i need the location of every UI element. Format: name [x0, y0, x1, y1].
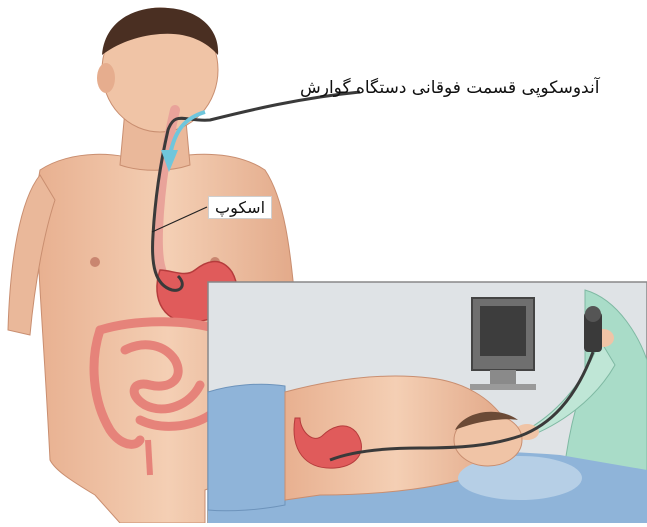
nipple-left	[90, 257, 100, 267]
diagram-title-label: آندوسکوپی قسمت فوقانی دستگاه گوارش	[300, 78, 599, 98]
blanket	[208, 384, 285, 511]
ear	[97, 63, 115, 93]
intestine-outlet	[148, 440, 150, 475]
scope-label: اسکوپ	[208, 196, 272, 219]
examination-inset	[208, 282, 647, 523]
endoscope-handle-icon	[584, 306, 602, 352]
